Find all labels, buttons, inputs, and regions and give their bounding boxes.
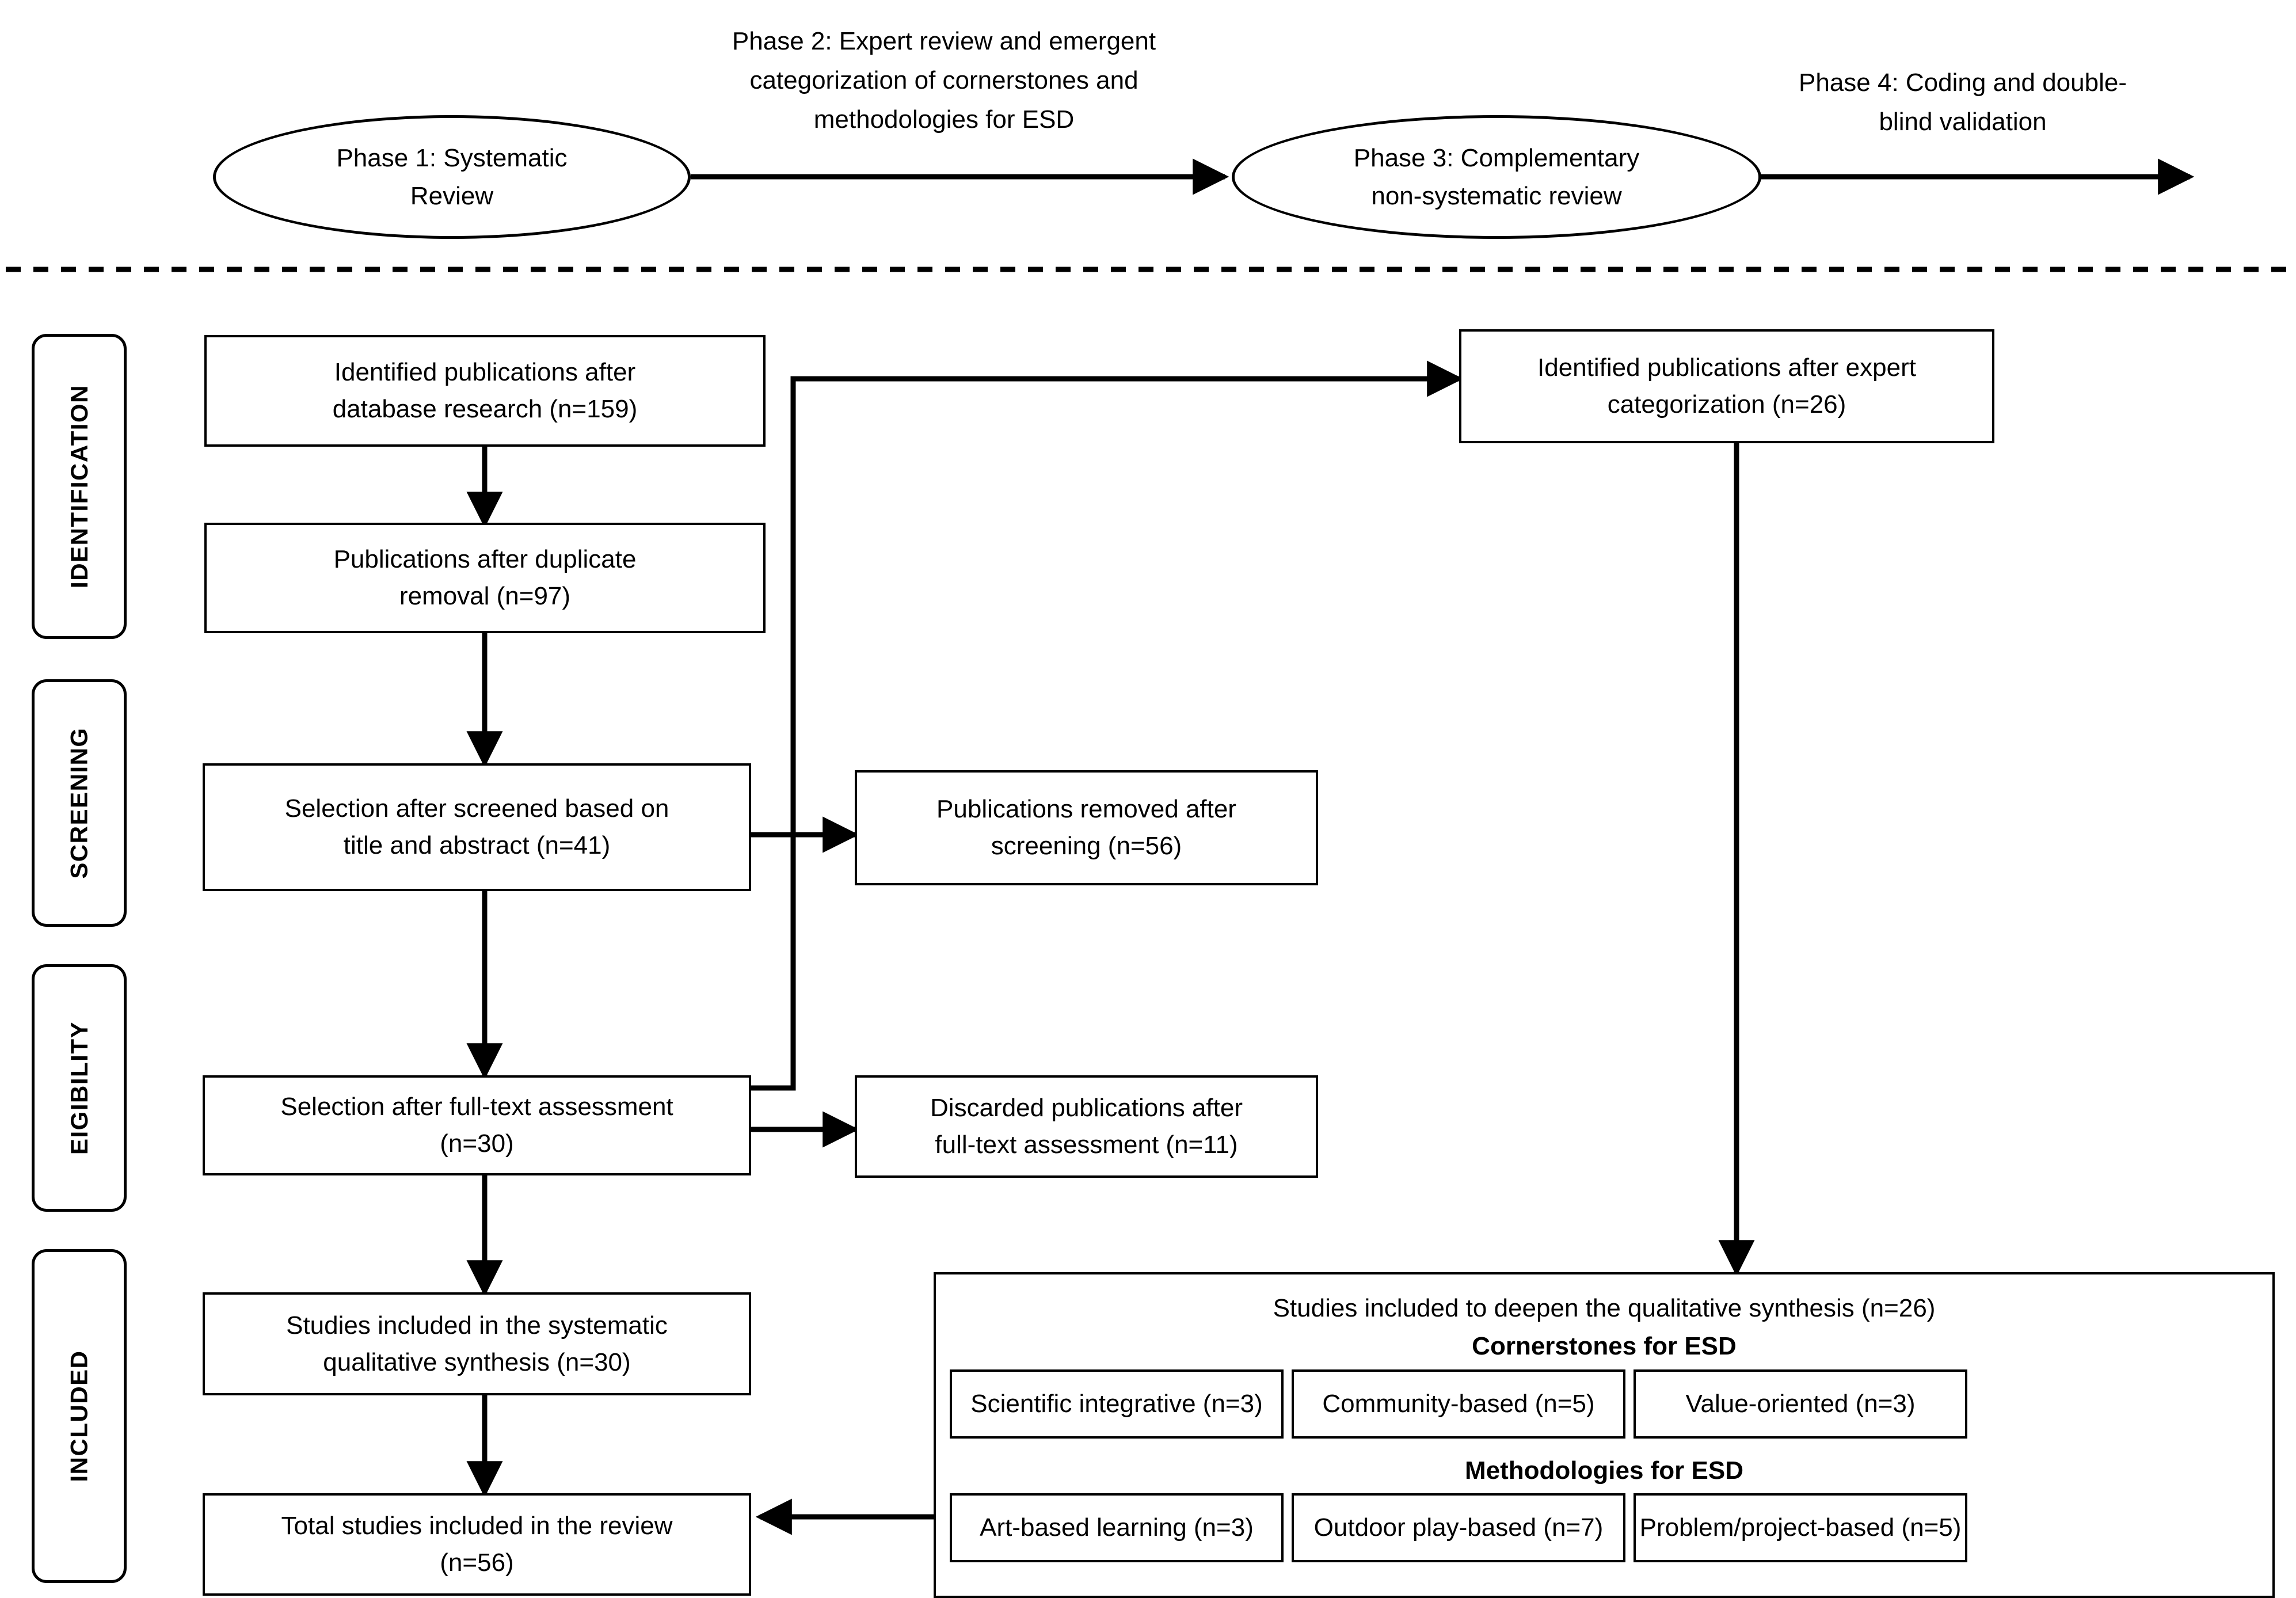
stage-pill-included: INCLUDED [32,1249,127,1583]
box-total-studies-included-review[interactable]: Total studies included in the review (n=… [203,1493,751,1596]
category-label: Problem/project-based (n=5) [1639,1513,1962,1542]
category-box-community-based[interactable]: Community-based (n=5) [1292,1369,1625,1439]
box-discarded-publications-after-fulltext[interactable]: Discarded publications after full-text a… [855,1075,1318,1178]
phase-3-label: Phase 3: Complementary non-systematic re… [1353,143,1640,210]
phase-4-caption: Phase 4: Coding and double- blind valida… [1753,63,2173,142]
box-selection-after-title-abstract-screening[interactable]: Selection after screened based on title … [203,763,751,891]
phase-1-ellipse[interactable]: Phase 1: Systematic Review [213,115,691,239]
panel-heading-methodologies: Methodologies for ESD [936,1454,2272,1487]
stage-label-screening: SCREENING [65,727,93,879]
phase-2-label: Phase 2: Expert review and emergent cate… [732,27,1156,134]
category-box-scientific-integrative[interactable]: Scientific integrative (n=3) [950,1369,1284,1439]
phase-3-ellipse[interactable]: Phase 3: Complementary non-systematic re… [1232,115,1761,239]
box-selection-after-fulltext-assessment[interactable]: Selection after full-text assessment (n=… [203,1075,751,1175]
box-label: Discarded publications after full-text a… [930,1094,1243,1159]
box-label: Selection after screened based on title … [284,794,669,859]
box-identified-publications-database[interactable]: Identified publications after database r… [204,335,766,447]
box-studies-included-systematic-synthesis[interactable]: Studies included in the systematic quali… [203,1292,751,1395]
category-label: Outdoor play-based (n=7) [1313,1513,1604,1542]
panel-title: Studies included to deepen the qualitati… [936,1292,2272,1325]
panel-title-label: Studies included to deepen the qualitati… [1273,1294,1936,1322]
box-publications-removed-after-screening[interactable]: Publications removed after screening (n=… [855,770,1318,885]
box-label: Identified publications after expert cat… [1537,353,1916,418]
phase-2-caption: Phase 2: Expert review and emergent cate… [682,22,1206,140]
panel-heading-label: Cornerstones for ESD [1472,1332,1737,1360]
category-box-art-based-learning[interactable]: Art-based learning (n=3) [950,1493,1284,1562]
box-publications-after-duplicate-removal[interactable]: Publications after duplicate removal (n=… [204,523,766,633]
category-label: Art-based learning (n=3) [980,1513,1254,1542]
qualitative-synthesis-panel: Studies included to deepen the qualitati… [934,1272,2275,1598]
box-label: Total studies included in the review (n=… [281,1512,673,1577]
box-label: Identified publications after database r… [332,358,638,423]
phase-1-label: Phase 1: Systematic Review [336,143,568,210]
stage-label-identification: IDENTIFICATION [65,385,93,588]
stage-label-included: INCLUDED [65,1350,93,1482]
category-label: Scientific integrative (n=3) [970,1390,1263,1418]
category-box-outdoor-play-based[interactable]: Outdoor play-based (n=7) [1292,1493,1625,1562]
stage-pill-eligibility: EIGIBILITY [32,964,127,1212]
category-label: Value-oriented (n=3) [1685,1390,1916,1418]
connector-fulltext-to-expert-categorization [751,360,1464,1091]
stage-pill-screening: SCREENING [32,679,127,927]
box-label: Publications removed after screening (n=… [936,795,1236,860]
box-identified-publications-expert-categorization[interactable]: Identified publications after expert cat… [1459,329,1994,443]
box-label: Studies included in the systematic quali… [286,1311,668,1376]
phase-4-label: Phase 4: Coding and double- blind valida… [1799,69,2127,136]
stage-pill-identification: IDENTIFICATION [32,334,127,639]
category-box-problem-project-based[interactable]: Problem/project-based (n=5) [1634,1493,1967,1562]
box-label: Publications after duplicate removal (n=… [333,545,637,610]
stage-label-eligibility: EIGIBILITY [65,1021,93,1155]
panel-heading-cornerstones: Cornerstones for ESD [936,1330,2272,1363]
box-label: Selection after full-text assessment (n=… [280,1093,673,1158]
category-label: Community-based (n=5) [1322,1390,1595,1418]
panel-heading-label: Methodologies for ESD [1465,1456,1743,1485]
category-box-value-oriented[interactable]: Value-oriented (n=3) [1634,1369,1967,1439]
